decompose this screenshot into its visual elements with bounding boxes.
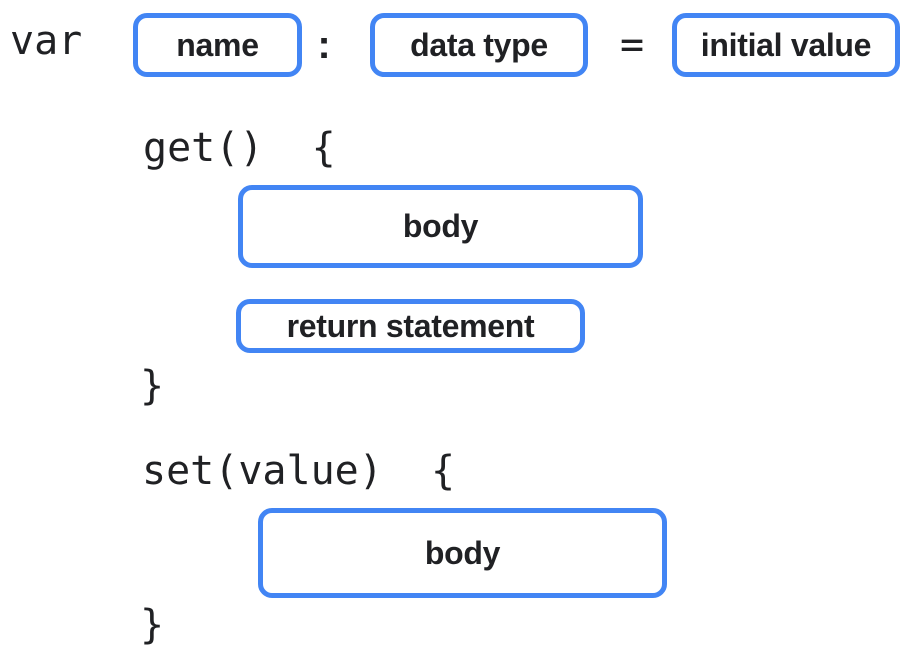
getter-opening-text: get() { bbox=[143, 125, 336, 171]
getter-body-slot-label: body bbox=[402, 208, 479, 244]
name-slot-label: name bbox=[176, 26, 259, 63]
getter-body-slot-box: body bbox=[238, 185, 643, 268]
setter-body-slot-label: body bbox=[424, 534, 501, 571]
initial-value-slot-label: initial value bbox=[700, 26, 872, 63]
name-slot-box: name bbox=[133, 13, 302, 77]
data-type-slot-box: data type bbox=[370, 13, 588, 77]
equals-sign-text: = bbox=[619, 22, 645, 68]
return-statement-slot-box: return statement bbox=[236, 299, 585, 353]
var-keyword-text: var bbox=[10, 18, 83, 64]
getter-closing-brace-text: } bbox=[140, 363, 165, 409]
return-statement-slot-label: return statement bbox=[286, 307, 535, 344]
initial-value-slot-box: initial value bbox=[672, 13, 900, 77]
setter-opening-text: set(value) { bbox=[142, 448, 456, 494]
setter-closing-brace-text: } bbox=[140, 602, 165, 648]
data-type-slot-label: data type bbox=[410, 26, 548, 63]
setter-body-slot-box: body bbox=[258, 508, 667, 598]
colon-separator-text: : bbox=[317, 23, 331, 67]
